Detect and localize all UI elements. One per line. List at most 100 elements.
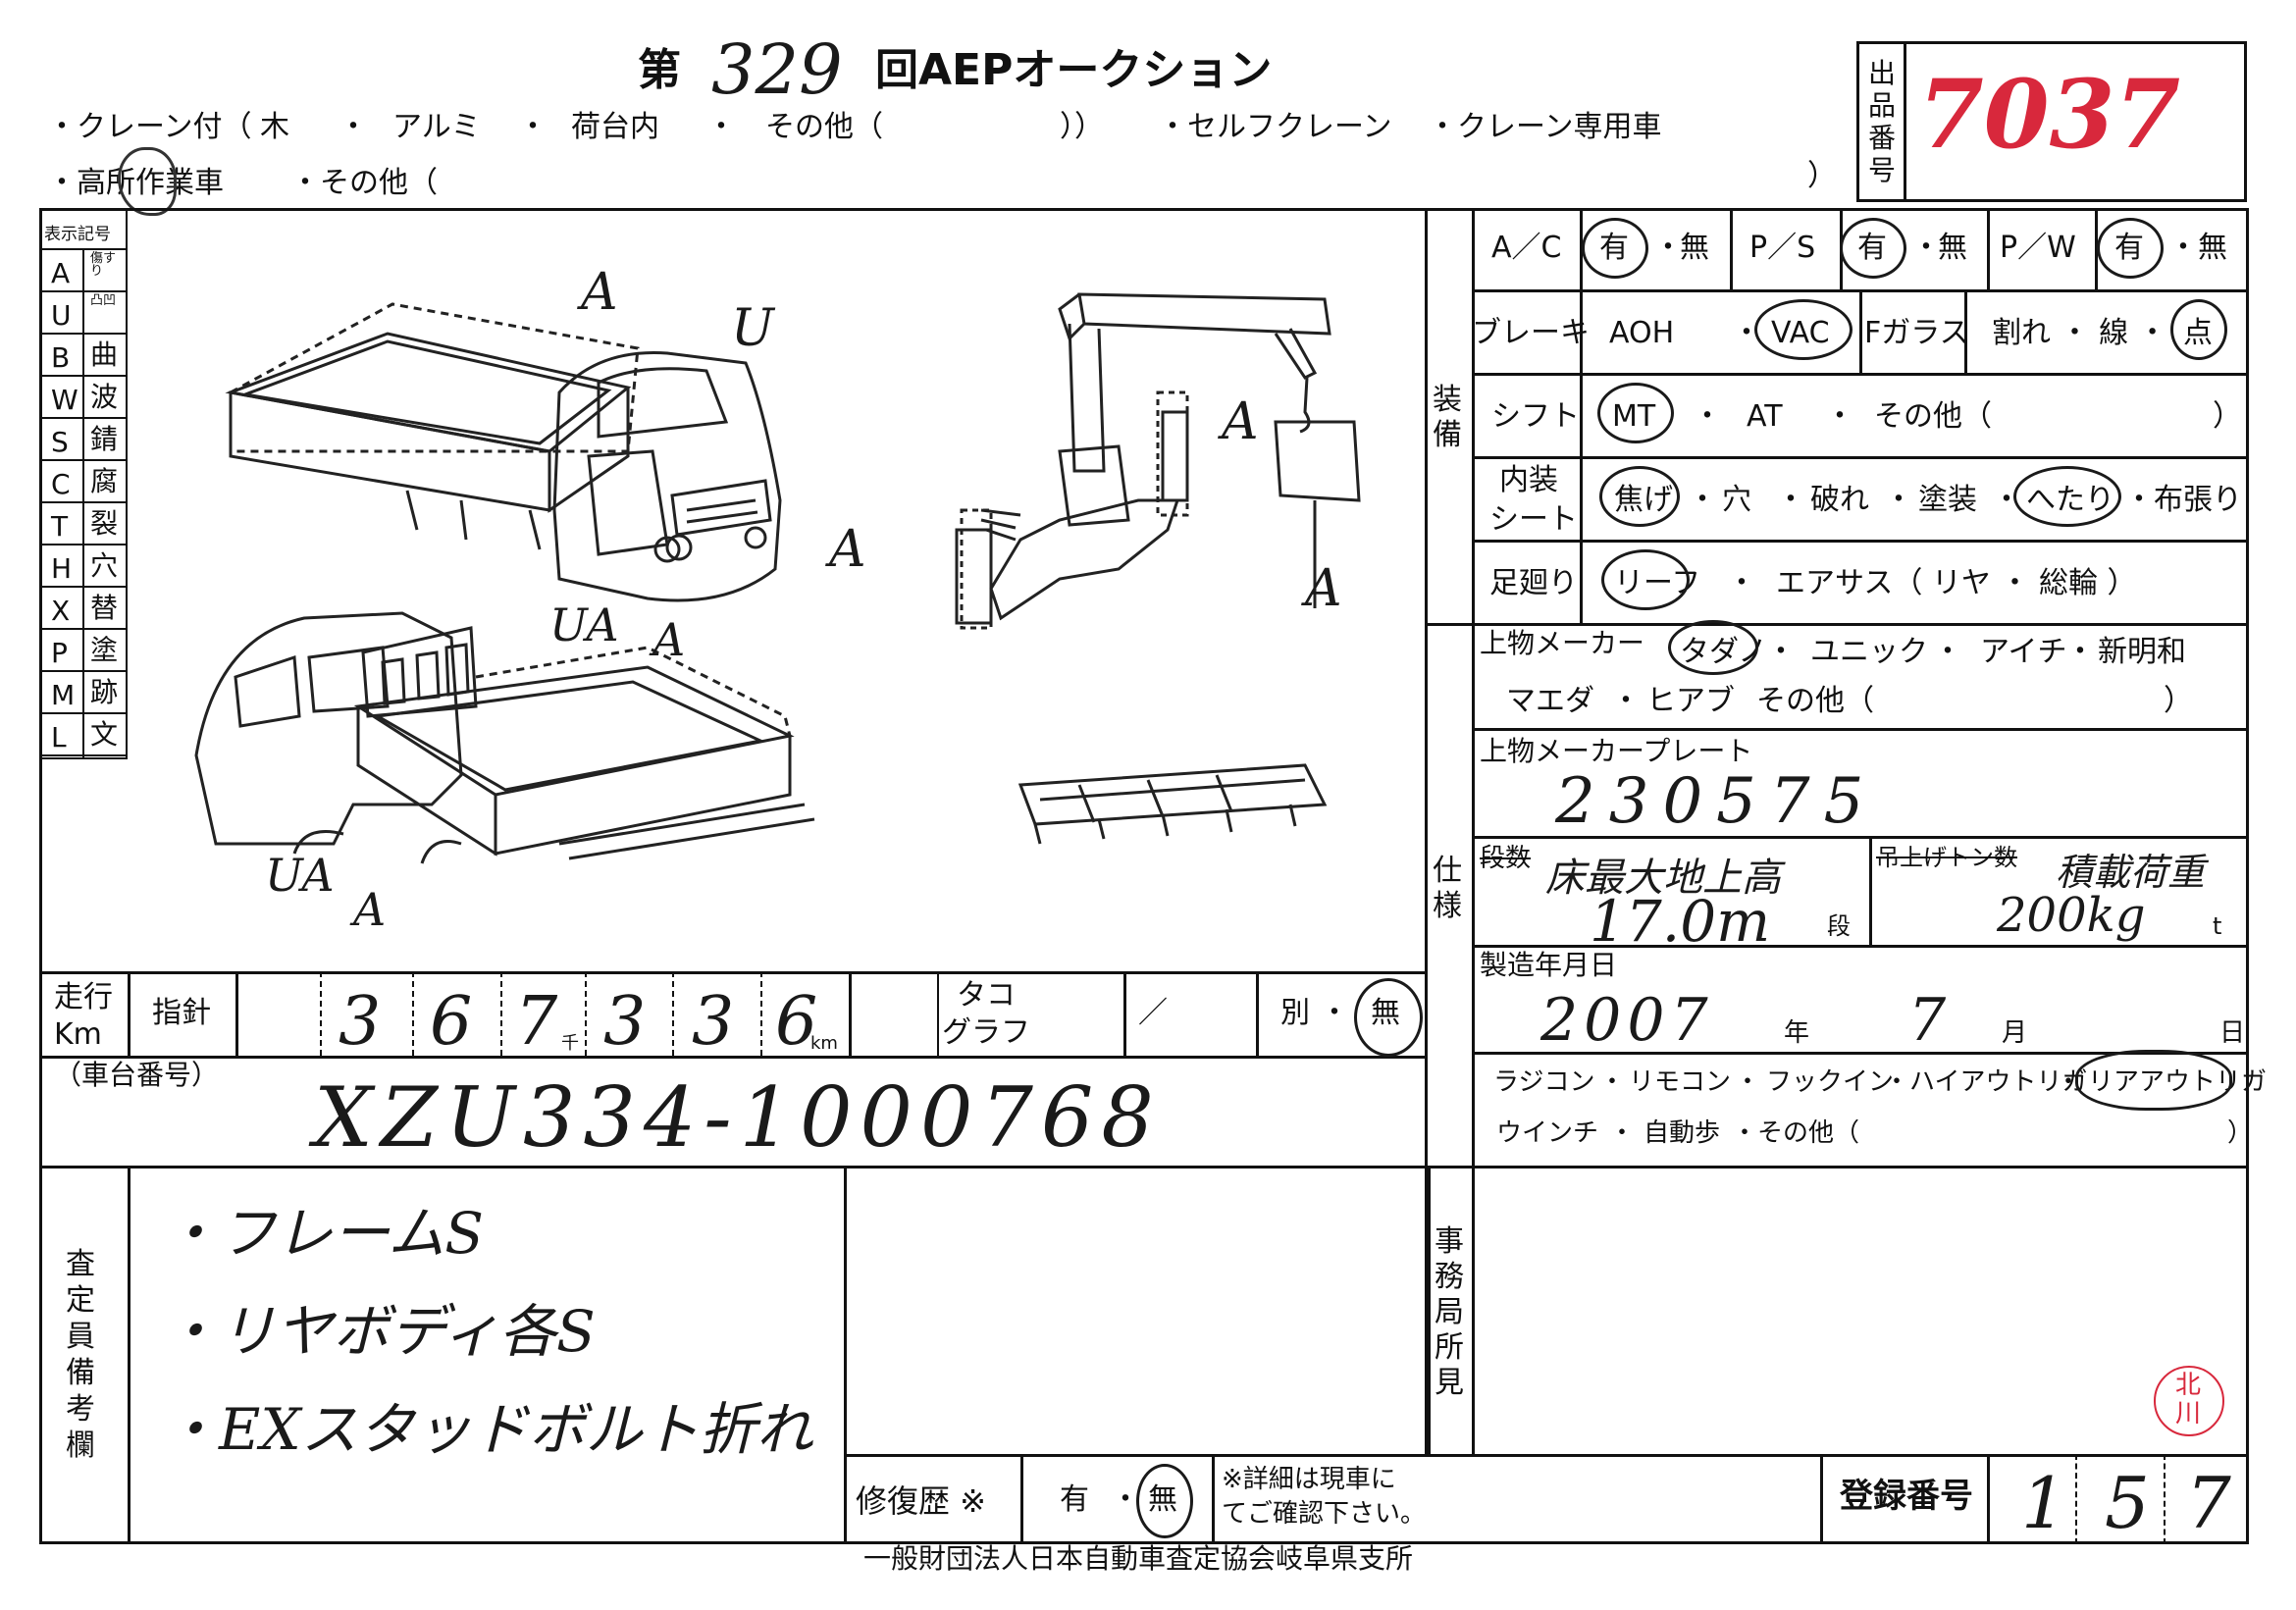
shift-sep: ・ (1693, 399, 1722, 434)
footer-organization: 一般財団法人日本自動車査定協会岐阜県支所 (863, 1542, 1414, 1575)
maker-sep: ・ (1611, 684, 1641, 718)
other-type: ・その他（ (290, 166, 438, 200)
legend-code: S (51, 426, 69, 458)
ac-label: A／C (1491, 231, 1562, 265)
glass-label: Fガラス (1864, 316, 1969, 350)
interior-paint: 塗装 (1918, 483, 1977, 517)
repair-yes: 有 (1060, 1482, 1089, 1517)
crane-drawing (955, 292, 1361, 630)
ps-label: P／S (1749, 231, 1816, 265)
crane-sep: ・ (518, 110, 548, 144)
height-label: 床最大地上高 (1545, 856, 1781, 901)
crane-other: その他（ (765, 110, 883, 144)
shift-other: その他（ (1874, 399, 1992, 434)
registration-digit: 5 (2105, 1462, 2150, 1544)
ac-yes-circle (1582, 218, 1648, 279)
crane-sep: ・ (706, 110, 736, 144)
opt-close: ） (2227, 1118, 2254, 1148)
thousand-unit: 千 (561, 1033, 579, 1054)
maker-aichi: アイチ (1980, 635, 2067, 669)
chassis-label: （車台番号） (54, 1059, 220, 1091)
pw-no: 無 (2198, 231, 2227, 265)
load-unit: t (2213, 912, 2222, 940)
maker-sep: ・ (1766, 635, 1796, 669)
sheet-frame (39, 208, 2249, 1544)
damage-mark: A (829, 520, 866, 579)
maker-maeda: マエダ (1506, 684, 1594, 718)
damage-mark: UA (265, 849, 335, 902)
plate-label: 上物メーカープレート (1480, 735, 1753, 767)
damage-mark: A (353, 883, 387, 936)
maker-close: ） (2164, 684, 2193, 718)
opt-sep: ・ (1735, 1067, 1761, 1097)
repair-sep: ・ (1111, 1482, 1140, 1517)
interior-cloth: 布張り (2154, 483, 2242, 517)
chassis-number: XZU334-1000768 (314, 1069, 1162, 1166)
legend-title: 表示記号 (44, 225, 111, 244)
interior-burn-circle (1599, 466, 1680, 527)
registration-label: 登録番号 (1840, 1477, 1973, 1516)
interior-tear: 破れ (1810, 483, 1869, 517)
shift-label: シフト (1491, 399, 1580, 434)
odometer-digit: 7 (515, 983, 558, 1061)
interior-hole: 穴 (1722, 483, 1751, 517)
spec-label: 仕様 (1433, 854, 1462, 923)
suspension-air: エアサス（ リヤ ・ 総輪 ） (1776, 566, 2137, 600)
odometer-digit: 3 (692, 983, 735, 1061)
load-label: 積載荷重 (2056, 851, 2206, 894)
maker-shinmaywa: 新明和 (2098, 635, 2186, 669)
pw-label: P／W (2000, 231, 2076, 265)
dump-truck-drawing (225, 302, 782, 602)
inspector-stamp: 北川 (2154, 1366, 2224, 1436)
glass-options: 割れ ・ 線 ・ (1992, 316, 2167, 350)
plate-value: 230575 (1555, 765, 1878, 838)
maker-tadano-circle (1668, 620, 1758, 675)
stage-unit: 段 (1827, 912, 1851, 940)
legend-meaning: 跡 (90, 676, 119, 708)
equipment-label: 装備 (1433, 383, 1462, 452)
self-crane: ・セルフクレーン (1158, 110, 1392, 144)
legend-meaning: 裂 (90, 507, 119, 540)
legend-code: W (51, 384, 78, 416)
odometer-digit: 3 (339, 983, 382, 1061)
lot-label: 出品番号 (1867, 57, 1896, 186)
ps-sep: ・ (1911, 231, 1941, 265)
repair-label: 修復歴 ※ (856, 1482, 986, 1520)
stage-label: 段数 (1480, 844, 1532, 873)
frame-drawing (1018, 763, 1328, 845)
month-unit: 月 (2002, 1018, 2028, 1048)
legend-meaning: 凸凹 (90, 293, 117, 308)
mileage-unit-label: Km (54, 1017, 102, 1052)
day-unit: 日 (2219, 1018, 2246, 1048)
lot-number: 7037 (1918, 59, 2181, 170)
remarks-label: 査定員備考欄 (66, 1247, 95, 1463)
opt-sep: ・ (1609, 1118, 1636, 1148)
registration-digit: 7 (2186, 1462, 2231, 1544)
tacho-value: ／ (1138, 996, 1168, 1030)
height-value: 17.0m (1590, 888, 1771, 955)
crane-aluminum: アルミ (392, 110, 481, 144)
legend-meaning: 錆 (90, 423, 119, 455)
tacho-none-circle (1354, 978, 1423, 1057)
odometer-digit: 6 (775, 983, 818, 1061)
repair-none-circle (1136, 1464, 1193, 1538)
repair-note: てご確認下さい。 (1222, 1499, 1427, 1529)
ps-no: 無 (1938, 231, 1967, 265)
interior-sep: ・ (1884, 483, 1913, 517)
shift-at: AT (1747, 399, 1783, 434)
repair-note: ※詳細は現車に (1222, 1465, 1396, 1494)
damage-mark: U (731, 299, 774, 358)
lot-box (1856, 41, 2247, 202)
crane-option: ・クレーン付（ (47, 110, 252, 144)
shift-mt-circle (1597, 383, 1674, 443)
tacho-sep: ・ (1320, 996, 1349, 1030)
brake-vac-circle (1754, 299, 1852, 360)
maker-label: 上物メーカー (1480, 627, 1645, 659)
shift-close: ） (2213, 399, 2242, 434)
